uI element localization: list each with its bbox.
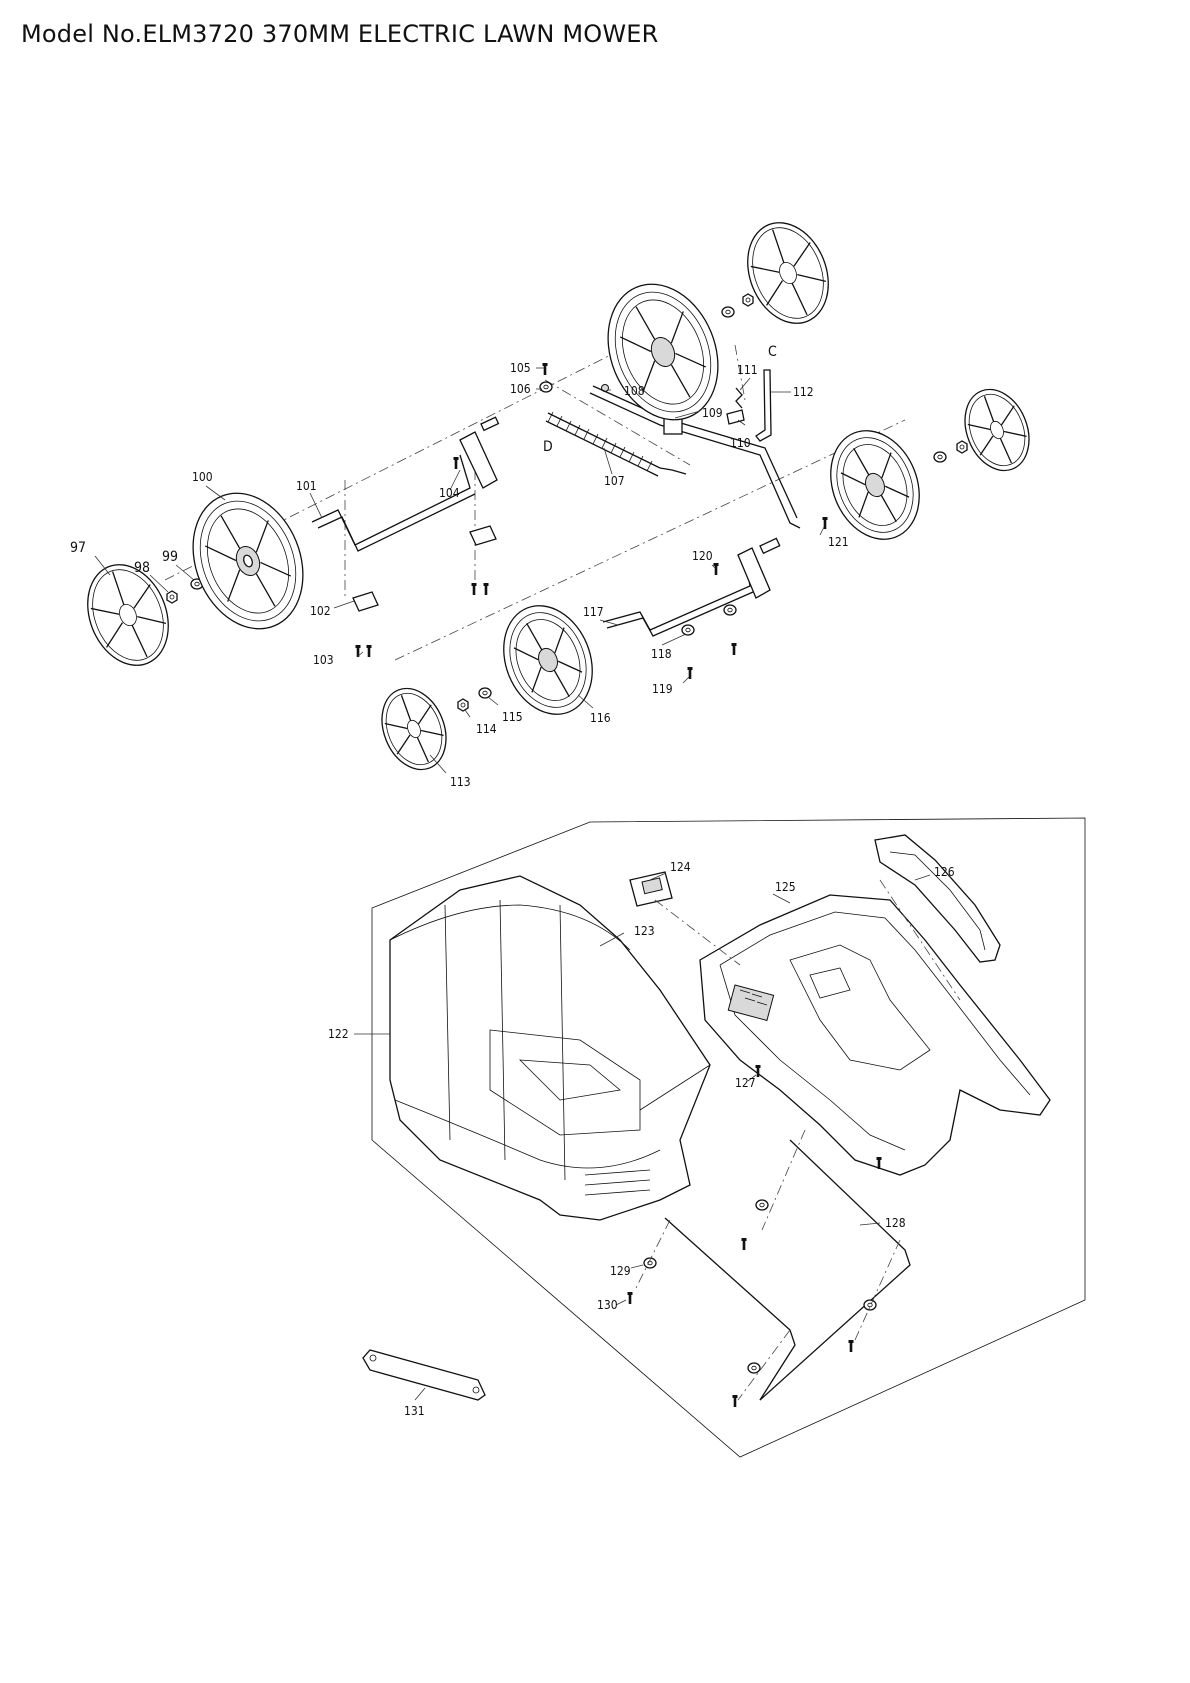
callout-108: 108: [624, 384, 645, 398]
label-124: [629, 871, 673, 907]
callout-101: 101: [296, 479, 317, 493]
clip-111: [735, 387, 743, 409]
callout-124: 124: [670, 860, 691, 874]
callout-98: 98: [134, 560, 150, 576]
callout-119: 119: [652, 682, 673, 696]
callout-102: 102: [310, 604, 331, 618]
callout-123: 123: [634, 924, 655, 938]
bracket-104: [469, 525, 497, 546]
callout-128: 128: [885, 1216, 906, 1230]
callout-112: 112: [793, 385, 814, 399]
callout-115: 115: [502, 710, 523, 724]
rear-axle-101: [311, 416, 500, 552]
wheel-axle-assembly: [87, 222, 1030, 771]
grass-bag-122: [389, 875, 711, 1221]
callout-117: 117: [583, 605, 604, 619]
grass-box-lid-125: [699, 894, 1051, 1176]
callout-114: 114: [476, 722, 497, 736]
callout-100: 100: [192, 470, 213, 484]
callout-104: 104: [439, 486, 460, 500]
callout-107: 107: [604, 474, 625, 488]
handle-rod-112: [755, 369, 772, 442]
callout-103: 103: [313, 653, 334, 667]
callout-C: C: [768, 344, 777, 360]
callout-126: 126: [934, 865, 955, 879]
callout-121: 121: [828, 535, 849, 549]
hub-cap-113: [381, 687, 447, 771]
callout-130: 130: [597, 1298, 618, 1312]
callout-118: 118: [651, 647, 672, 661]
front-wheel-right: [830, 430, 920, 540]
rear-wheel-upper: [607, 283, 719, 421]
callout-99: 99: [162, 549, 178, 565]
front-wheel-116: [503, 605, 593, 715]
leader-lines: [94, 367, 931, 1401]
front-axle-117: [602, 537, 781, 637]
page-title: Model No.ELM3720 370MM ELECTRIC LAWN MOW…: [21, 20, 659, 48]
assembly-frame: [371, 817, 1086, 1458]
frame-rod-128: [664, 1139, 911, 1401]
callout-129: 129: [610, 1264, 631, 1278]
callout-109: 109: [702, 406, 723, 420]
callout-113: 113: [450, 775, 471, 789]
callout-131: 131: [404, 1404, 425, 1418]
callout-D: D: [543, 439, 553, 455]
carry-handle-126: [874, 834, 1001, 963]
bracket-110: [726, 409, 745, 425]
hub-cap-right: [964, 388, 1030, 472]
callout-106: 106: [510, 382, 531, 396]
callout-97: 97: [70, 540, 86, 556]
grass-box-assembly: [371, 817, 1086, 1458]
callout-116: 116: [590, 711, 611, 725]
hub-cap-upper: [747, 222, 829, 324]
callout-127: 127: [735, 1076, 756, 1090]
callout-105: 105: [510, 361, 531, 375]
callout-110: 110: [730, 436, 751, 450]
callout-125: 125: [775, 880, 796, 894]
callout-111: 111: [737, 363, 758, 377]
bracket-102: [352, 591, 379, 612]
callout-122: 122: [328, 1027, 349, 1041]
rear-wheel-100: [192, 492, 304, 630]
spring-107: [545, 411, 687, 477]
callout-120: 120: [692, 549, 713, 563]
hub-cap-97: [87, 564, 169, 666]
callout-labels: 97 98 99 100 101 102 103 104 105 106 107…: [70, 344, 955, 1418]
strap-131: [362, 1349, 486, 1401]
